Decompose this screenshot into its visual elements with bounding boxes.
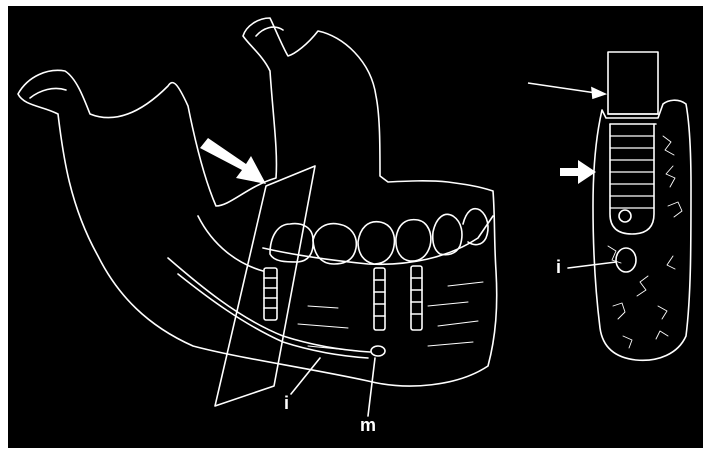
diagram-figure: i m i — [8, 6, 703, 448]
label-mental-foramen: m — [360, 416, 376, 434]
leader-line-i — [291, 358, 320, 394]
section-canal — [616, 248, 636, 272]
condyle-detail — [30, 88, 66, 98]
premolar-crown-2 — [396, 220, 431, 261]
label-inferior-alveolar-canal: i — [284, 394, 289, 412]
bold-arrow-icon — [560, 160, 596, 184]
coronoid-detail — [256, 27, 283, 36]
mandible-outline — [18, 18, 497, 386]
section-leader-i — [568, 262, 616, 268]
diagram-canvas — [8, 6, 703, 448]
implant-1-threads — [264, 278, 277, 308]
molar-crown-2 — [313, 224, 356, 264]
section-implant-threads — [610, 136, 654, 208]
thin-arrow-shaft — [528, 83, 596, 93]
premolar-crown-1 — [358, 222, 394, 264]
section-implant-vent — [619, 210, 631, 222]
leader-line-m — [368, 358, 375, 416]
label-section-canal: i — [556, 258, 561, 276]
inferior-alveolar-canal-lower — [178, 274, 368, 358]
canine-crown — [433, 214, 462, 254]
implant-2 — [374, 268, 385, 330]
implant-1 — [264, 268, 277, 320]
bone-texture — [298, 282, 483, 351]
section-implant-body — [610, 124, 654, 234]
implant-2-threads — [374, 280, 385, 316]
implant-3 — [411, 266, 422, 330]
section-implant-platform — [608, 114, 658, 124]
bold-arrow-icon — [200, 138, 266, 184]
thin-arrow-icon — [592, 88, 605, 98]
trabecular-texture — [608, 136, 682, 348]
implant-3-threads — [411, 278, 422, 314]
section-implant-abutment — [608, 52, 658, 114]
inferior-alveolar-canal — [168, 258, 370, 352]
cross-section-outline — [593, 100, 691, 360]
mental-foramen — [371, 346, 385, 356]
